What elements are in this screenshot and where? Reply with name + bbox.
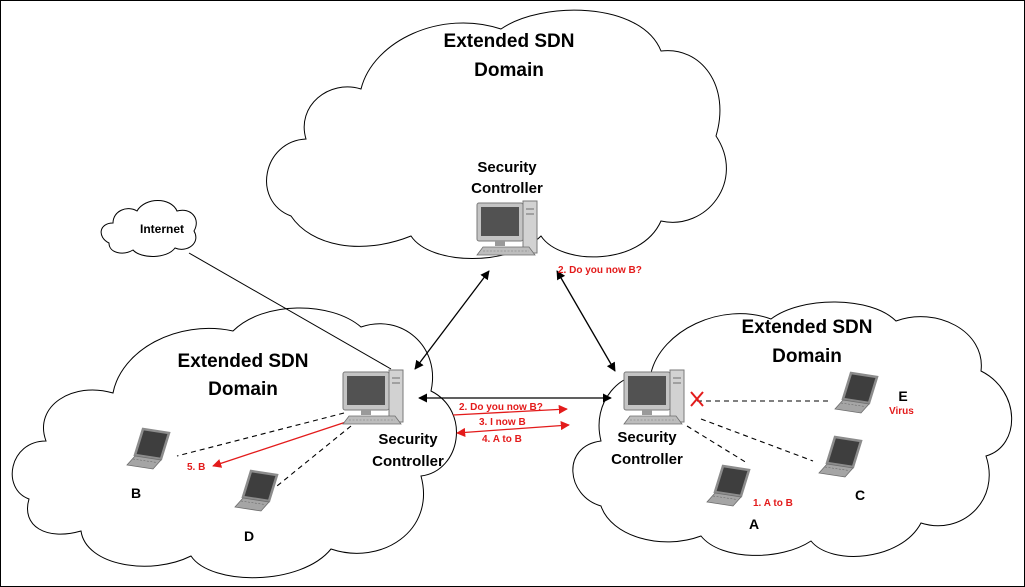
link-right-controller-a [686,425,748,464]
top-controller-label-line1: Security [477,159,537,176]
right-domain-label-line2: Domain [772,346,842,367]
a-to-b-arrow [456,421,570,437]
internet-label: Internet [140,222,184,236]
top-left-controller-arrow [414,270,490,370]
host-a-label: A [749,516,759,532]
link-left-controller-b [176,412,345,457]
top-controller-label-line2: Controller [471,180,543,197]
left-security-controller-icon [342,369,404,425]
message-left-right-query: 2. Do you now B? [459,402,543,413]
message-reply: 3. I now B [479,417,526,428]
message-deliver-b: 5. B [187,462,205,473]
link-left-controller-d [276,425,352,487]
cloud-top-domain [266,9,727,259]
message-top-right-query: 2. Do you now B? [558,265,642,276]
top-right-controller-arrow [556,270,616,372]
x-mark-icon [690,391,704,407]
host-d-label: D [244,528,254,544]
message-a-to-b: 4. A to B [482,434,522,445]
left-controller-label-line2: Controller [372,453,444,470]
internet-link-line [188,252,392,370]
host-b-label: B [131,485,141,501]
cloud-internet [100,200,197,257]
right-controller-label-line1: Security [617,429,677,446]
top-domain-label-line2: Domain [474,60,544,81]
left-domain-label-line2: Domain [208,379,278,400]
right-controller-label-line2: Controller [611,451,683,468]
host-c-label: C [855,487,865,503]
reply-arrow [452,404,568,416]
deliver-to-b-arrow [212,421,347,468]
top-security-controller-icon [476,200,538,256]
virus-note: Virus [889,406,914,417]
host-e-label: E [898,388,907,404]
link-right-controller-c [700,418,814,462]
left-controller-label-line1: Security [378,431,438,448]
right-security-controller-icon [623,369,685,425]
left-domain-label-line1: Extended SDN [178,351,309,372]
right-domain-label-line1: Extended SDN [742,317,873,338]
top-domain-label-line1: Extended SDN [444,31,575,52]
message-host-a-request: 1. A to B [753,498,793,509]
